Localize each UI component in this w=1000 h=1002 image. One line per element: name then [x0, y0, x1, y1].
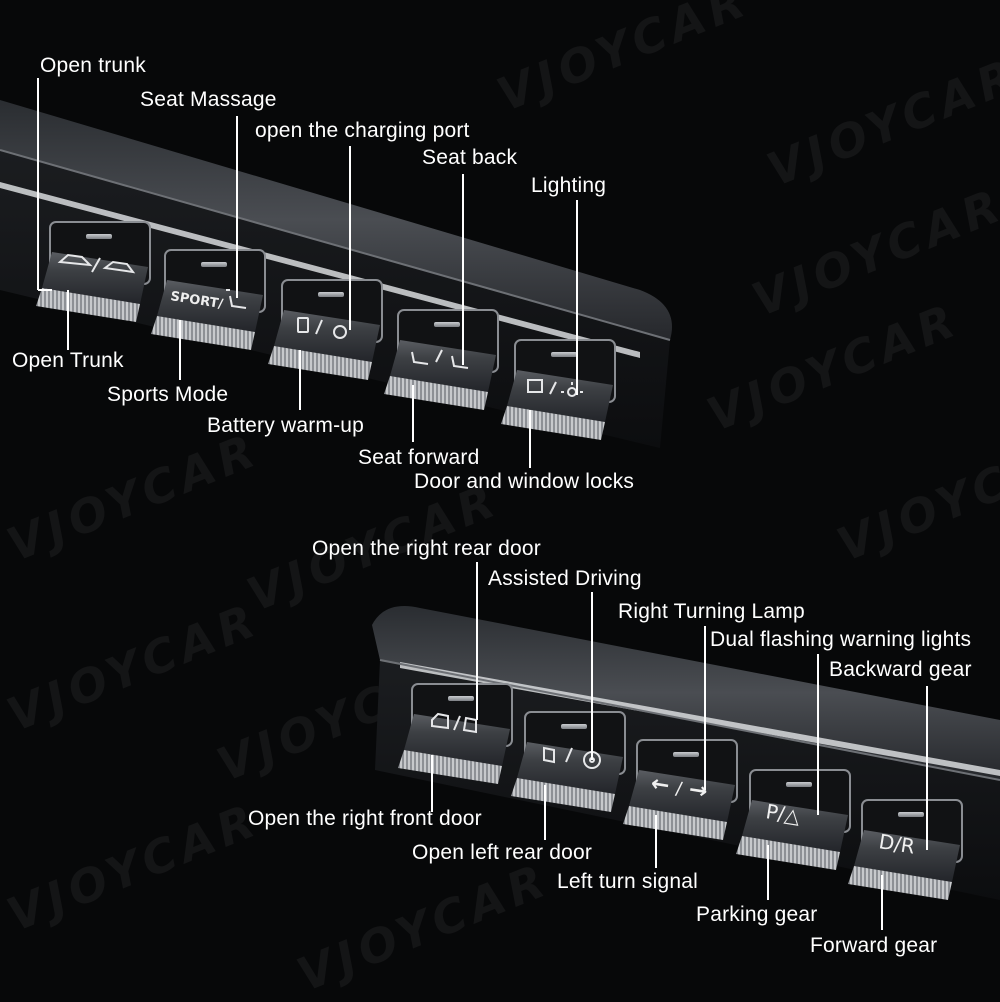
bottom-key-5[interactable]	[848, 799, 963, 900]
door-icon	[431, 712, 477, 734]
label-right-front-door: Open the right front door	[248, 807, 482, 830]
bottom-key-3[interactable]	[623, 739, 738, 840]
right-arrow-text: →	[687, 777, 709, 805]
seat-adjust-icon	[411, 349, 469, 369]
arrow-separator-text: /	[674, 778, 684, 800]
label-left-rear-door: Open left rear door	[412, 841, 593, 864]
bottom-key-2[interactable]	[511, 711, 626, 812]
bottom-key-4[interactable]	[736, 769, 851, 870]
bottom-key-1[interactable]	[398, 683, 513, 784]
parking-hazard-text: P/△	[764, 799, 802, 828]
label-seat-massage: Seat Massage	[140, 88, 277, 111]
top-key-4[interactable]	[384, 309, 499, 410]
top-key-2[interactable]	[151, 249, 266, 350]
label-right-turn: Right Turning Lamp	[618, 600, 805, 623]
label-seat-back: Seat back	[422, 146, 518, 169]
label-right-rear-door: Open the right rear door	[312, 537, 541, 560]
car-icon	[57, 253, 136, 274]
left-arrow-text: ←	[649, 771, 671, 799]
label-battery-warmup: Battery warm-up	[207, 414, 365, 437]
seat-icon	[226, 289, 247, 309]
label-seat-forward: Seat forward	[358, 446, 480, 469]
label-assisted-driving: Assisted Driving	[488, 567, 642, 590]
top-key-5[interactable]	[501, 339, 616, 440]
label-sports-mode: Sports Mode	[107, 383, 229, 406]
top-callout-lines	[37, 78, 578, 468]
label-backward-gear: Backward gear	[829, 658, 972, 681]
top-key-3[interactable]	[268, 279, 383, 380]
drive-reverse-text: D/R	[877, 829, 916, 858]
label-open-trunk-top: Open trunk	[40, 54, 146, 77]
label-dual-flashing: Dual flashing warning lights	[710, 628, 972, 651]
battery-plug-icon	[297, 317, 347, 339]
label-door-window-locks: Door and window locks	[414, 470, 635, 493]
label-open-trunk: Open Trunk	[12, 349, 124, 372]
label-forward-gear: Forward gear	[810, 934, 938, 957]
label-parking-gear: Parking gear	[696, 903, 818, 926]
bottom-callout-lines	[431, 562, 928, 930]
label-left-turn: Left turn signal	[557, 870, 698, 893]
label-lighting: Lighting	[531, 174, 607, 197]
label-charging-port: open the charging port	[255, 119, 470, 142]
